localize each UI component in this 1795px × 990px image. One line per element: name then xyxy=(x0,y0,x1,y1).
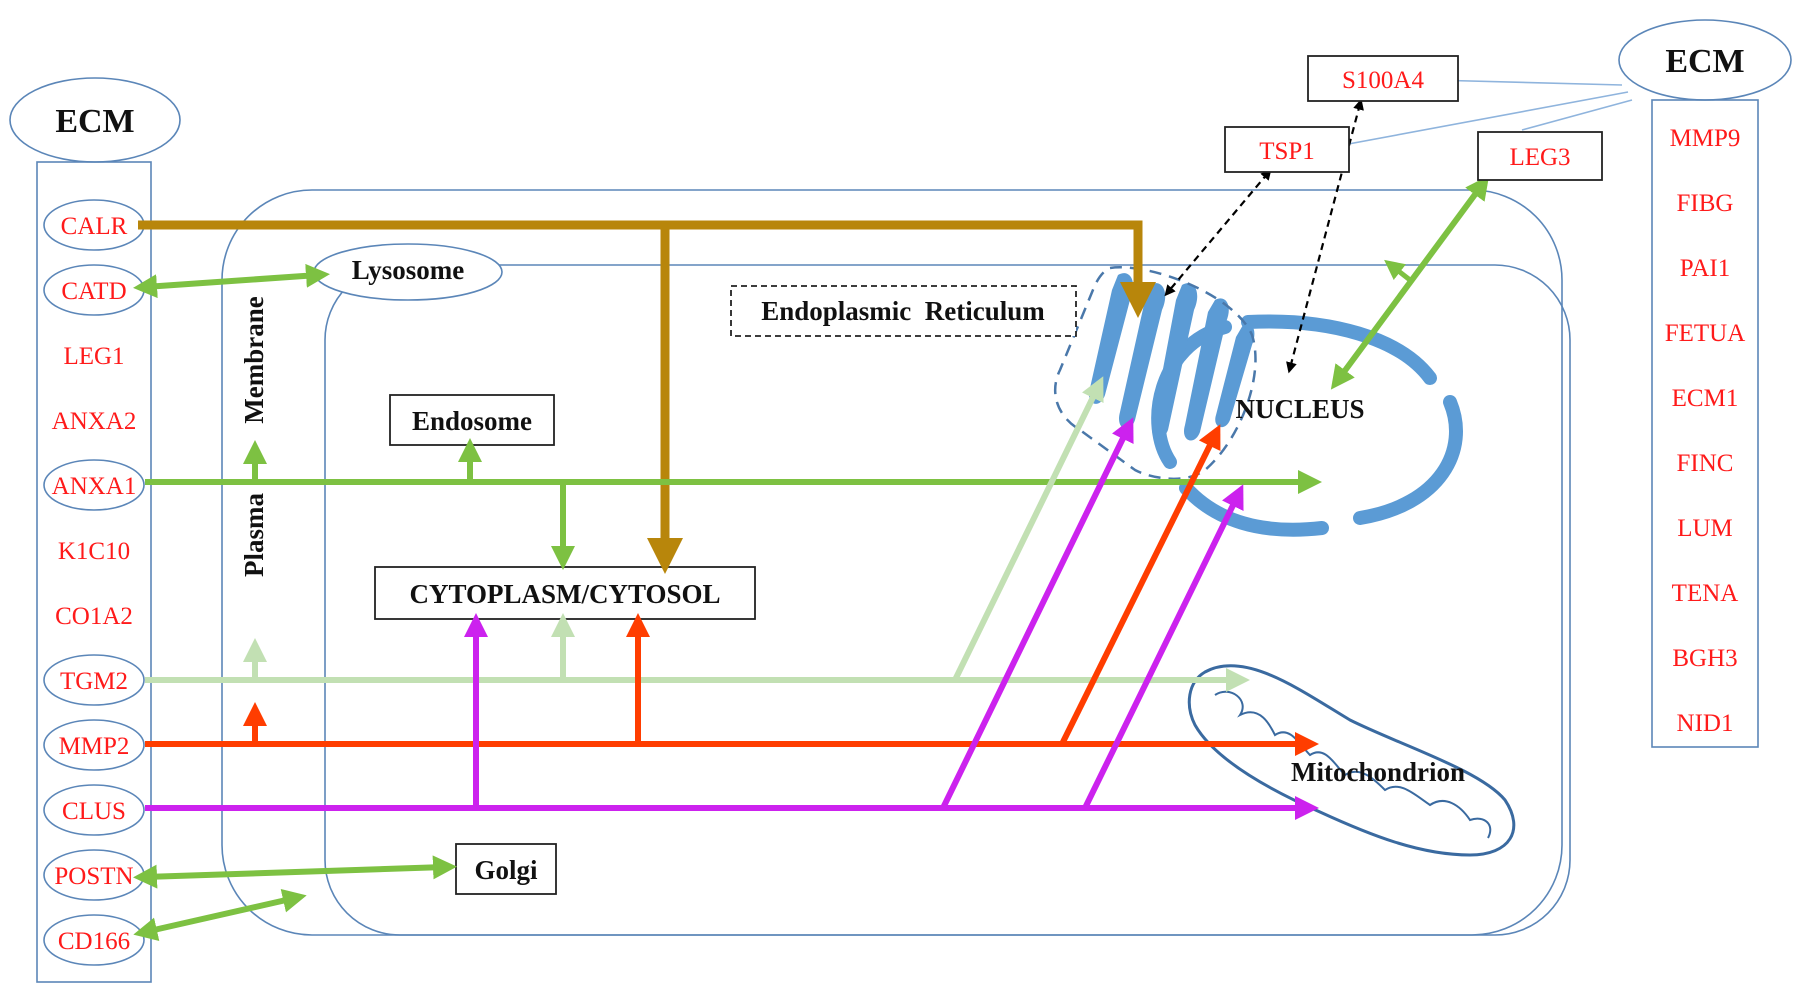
mitochondrion-label: Mitochondrion xyxy=(1291,757,1465,787)
protein-label: CO1A2 xyxy=(55,603,133,630)
endosome-box xyxy=(389,394,555,446)
golgi-label: Golgi xyxy=(474,855,538,885)
protein-label: TENA xyxy=(1672,580,1739,607)
protein-label: ANXA2 xyxy=(52,408,137,435)
s100a4-label: S100A4 xyxy=(1342,67,1424,94)
protein-label: FIBG xyxy=(1677,190,1734,217)
membrane-label: Membrane xyxy=(239,296,269,423)
calr-pathway xyxy=(138,220,1156,574)
leg3-branch-arrow xyxy=(1384,259,1412,282)
clus-to-nucleus xyxy=(1082,484,1244,810)
protein-oval xyxy=(43,654,145,706)
leg3-label: LEG3 xyxy=(1509,144,1570,171)
protein-label: FINC xyxy=(1677,450,1734,477)
protein-label: CLUS xyxy=(62,798,126,825)
cytoplasm-label: CYTOPLASM/CYTOSOL xyxy=(409,579,720,609)
protein-label: ECM1 xyxy=(1672,385,1739,412)
nucleus-label: NUCLEUS xyxy=(1235,394,1364,424)
s100a4-nucleus-arrow xyxy=(1286,98,1364,374)
protein-label: CATD xyxy=(61,278,126,305)
er-shape xyxy=(1088,273,1255,441)
protein-label: BGH3 xyxy=(1672,645,1737,672)
protein-label: POSTN xyxy=(54,863,133,890)
s100a4-box xyxy=(1307,55,1459,102)
protein-oval xyxy=(43,459,145,511)
tgm2-pathway xyxy=(145,376,1250,692)
protein-label: CALR xyxy=(61,213,128,240)
lysosome-label: Lysosome xyxy=(352,255,465,285)
anxa1-pathway xyxy=(145,438,1322,570)
protein-label: PAI1 xyxy=(1680,255,1731,282)
cytoplasm-outline xyxy=(324,264,1571,936)
tgm2-to-er xyxy=(952,376,1104,682)
golgi-box xyxy=(455,843,557,895)
ecm-left-title: ECM xyxy=(55,103,134,140)
postn-golgi-arrow xyxy=(133,855,457,889)
protein-label: K1C10 xyxy=(58,538,130,565)
tsp1-box xyxy=(1224,126,1350,173)
leg3-box xyxy=(1477,131,1603,181)
protein-label: MMP2 xyxy=(59,733,130,760)
protein-label: MMP9 xyxy=(1670,125,1741,152)
protein-label: ANXA1 xyxy=(52,473,137,500)
mmp2-to-nucleus xyxy=(1059,424,1221,746)
clus-pathway xyxy=(145,417,1319,820)
protein-label: FETUA xyxy=(1665,320,1746,347)
protein-label: LEG1 xyxy=(63,343,124,370)
left-protein-ovals xyxy=(43,199,145,966)
catd-lysosome-arrow xyxy=(133,263,330,299)
mitochondrion-cristae xyxy=(1214,690,1492,839)
ecm-left-box xyxy=(36,161,152,983)
ecm-right-box xyxy=(1651,99,1759,748)
plasma-label: Plasma xyxy=(239,493,269,577)
er-label: Endoplasmic Reticulum xyxy=(761,296,1045,326)
ecm-right-title: ECM xyxy=(1665,43,1744,80)
protein-oval xyxy=(43,784,145,836)
er-box xyxy=(730,285,1077,337)
clus-to-er xyxy=(940,417,1134,810)
left-protein-list: CALR CATD LEG1ANXA2ANXA1K1C10CO1A2TGM2MMP2… xyxy=(52,213,137,955)
protein-label: LUM xyxy=(1677,515,1733,542)
connector-s100a4-ecm xyxy=(1431,79,1623,86)
connector-leg3-ecm xyxy=(1521,99,1633,131)
protein-oval xyxy=(43,719,145,771)
protein-label: TGM2 xyxy=(60,668,128,695)
protein-label: NID1 xyxy=(1677,710,1734,737)
connector-tsp1-ecm xyxy=(1315,91,1629,151)
endosome-label: Endosome xyxy=(412,406,532,436)
protein-label: CD166 xyxy=(58,928,130,955)
tsp1-label: TSP1 xyxy=(1259,138,1315,165)
cd166-membrane-arrow xyxy=(133,888,307,942)
calr-line-to-er xyxy=(138,220,1156,318)
tsp1-er-arrow xyxy=(1164,168,1272,297)
